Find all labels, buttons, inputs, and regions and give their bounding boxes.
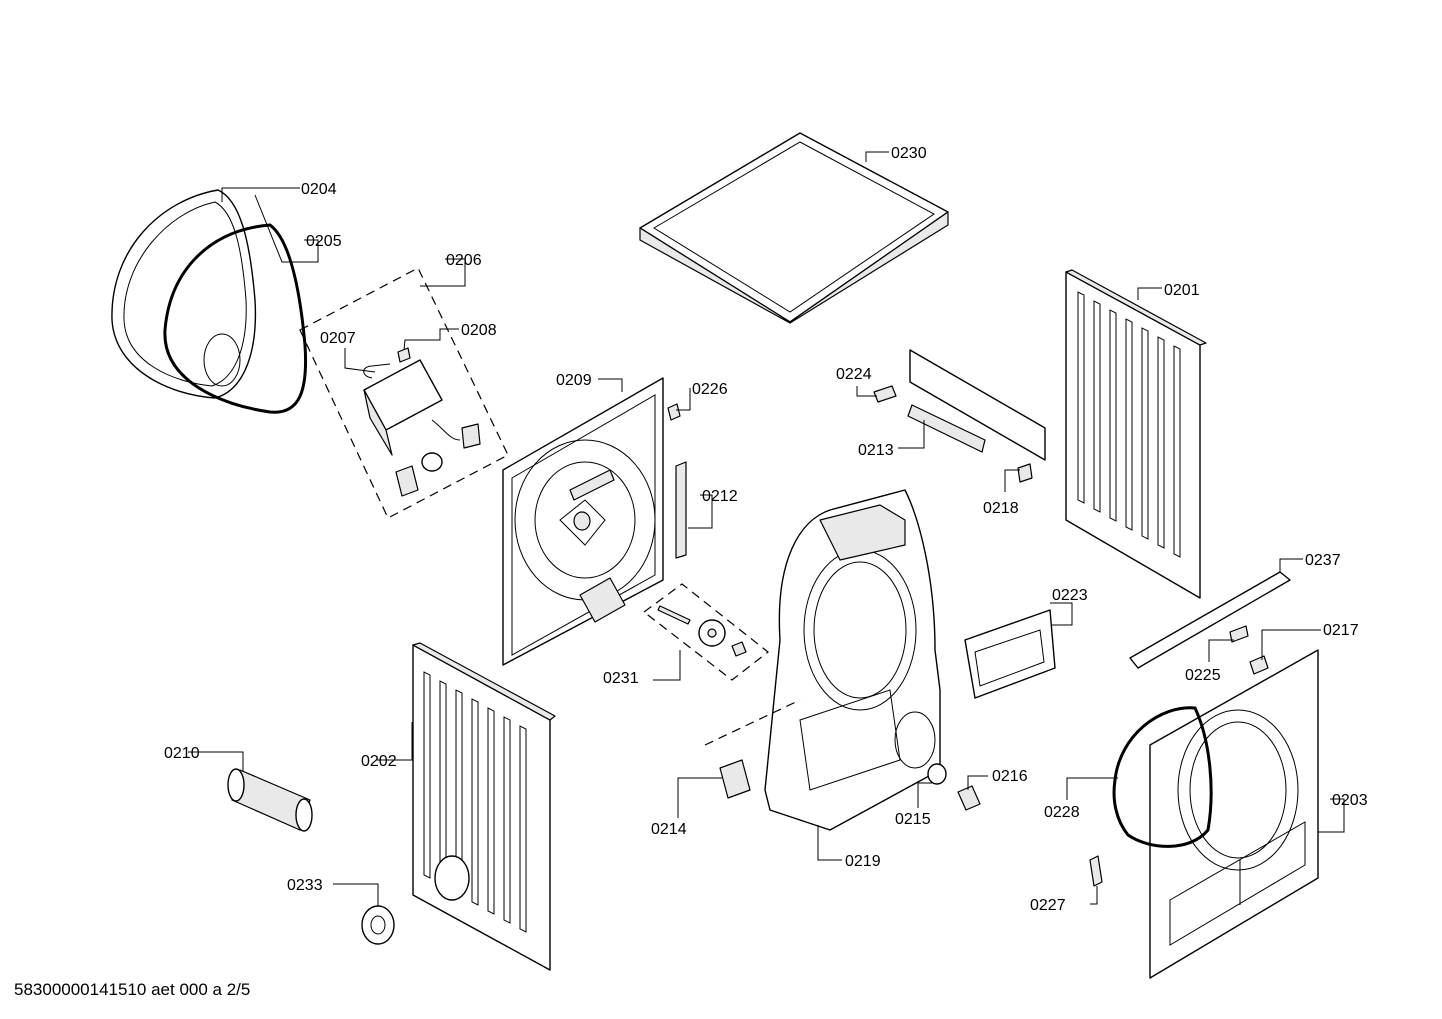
label-0209: 0209 [556, 372, 592, 389]
part-labels: 0230 0204 0205 0206 0201 0207 0208 0224 … [164, 145, 1368, 914]
part-0228-door-seal [1112, 706, 1213, 848]
part-0224-clip [873, 385, 897, 403]
label-0214: 0214 [651, 821, 687, 838]
part-0202-side-panel [412, 642, 556, 971]
label-0207: 0207 [320, 330, 356, 347]
label-0212: 0212 [702, 488, 738, 505]
label-0203: 0203 [1332, 792, 1368, 809]
label-0215: 0215 [895, 811, 931, 828]
part-0217-clip [1249, 655, 1269, 675]
label-0219: 0219 [845, 853, 881, 870]
label-0208: 0208 [461, 322, 497, 339]
part-0204-door-ring [111, 189, 257, 399]
label-0223: 0223 [1052, 587, 1088, 604]
part-0212-bracket [675, 461, 687, 559]
part-0210-hose [227, 768, 313, 832]
label-0202: 0202 [361, 753, 397, 770]
part-0218-clip [1017, 463, 1033, 483]
label-0224: 0224 [836, 366, 872, 383]
label-0227: 0227 [1030, 897, 1066, 914]
label-0201: 0201 [1164, 282, 1200, 299]
part-0205-seal [163, 223, 308, 414]
part-0225-clip [1229, 625, 1249, 643]
drawing-id: 58300000141510 aet 000 a 2/5 [14, 980, 251, 999]
label-0216: 0216 [992, 768, 1028, 785]
label-0237: 0237 [1305, 552, 1341, 569]
part-0206-kit [299, 267, 509, 519]
part-0230-top-cover [639, 132, 949, 324]
label-0225: 0225 [1185, 667, 1221, 684]
part-0216-knob [957, 785, 981, 811]
part-0231-kit [643, 583, 769, 681]
label-0231: 0231 [603, 670, 639, 687]
part-0227-latch [1089, 855, 1103, 887]
label-0217: 0217 [1323, 622, 1359, 639]
label-0205: 0205 [306, 233, 342, 250]
label-0210: 0210 [164, 745, 200, 762]
leader-lines [188, 151, 1345, 906]
part-0203-front-panel [1149, 649, 1319, 979]
label-0218: 0218 [983, 500, 1019, 517]
label-0233: 0233 [287, 877, 323, 894]
label-0230: 0230 [891, 145, 927, 162]
part-0237-rail [1129, 571, 1291, 669]
part-0213-control-board [907, 349, 1046, 461]
label-0228: 0228 [1044, 804, 1080, 821]
part-0223-filter [964, 609, 1056, 699]
label-0226: 0226 [692, 381, 728, 398]
part-0215-knob [927, 763, 947, 785]
part-0209-rear-wall [502, 377, 664, 666]
label-0213: 0213 [858, 442, 894, 459]
part-0226-clip [667, 403, 681, 421]
part-0233-disc [361, 905, 395, 945]
part-0214-pump-part [719, 759, 751, 799]
part-0201-side-panel [1065, 269, 1207, 599]
label-0204: 0204 [301, 181, 337, 198]
label-0206: 0206 [446, 252, 482, 269]
part-0219-front-frame [764, 489, 941, 831]
